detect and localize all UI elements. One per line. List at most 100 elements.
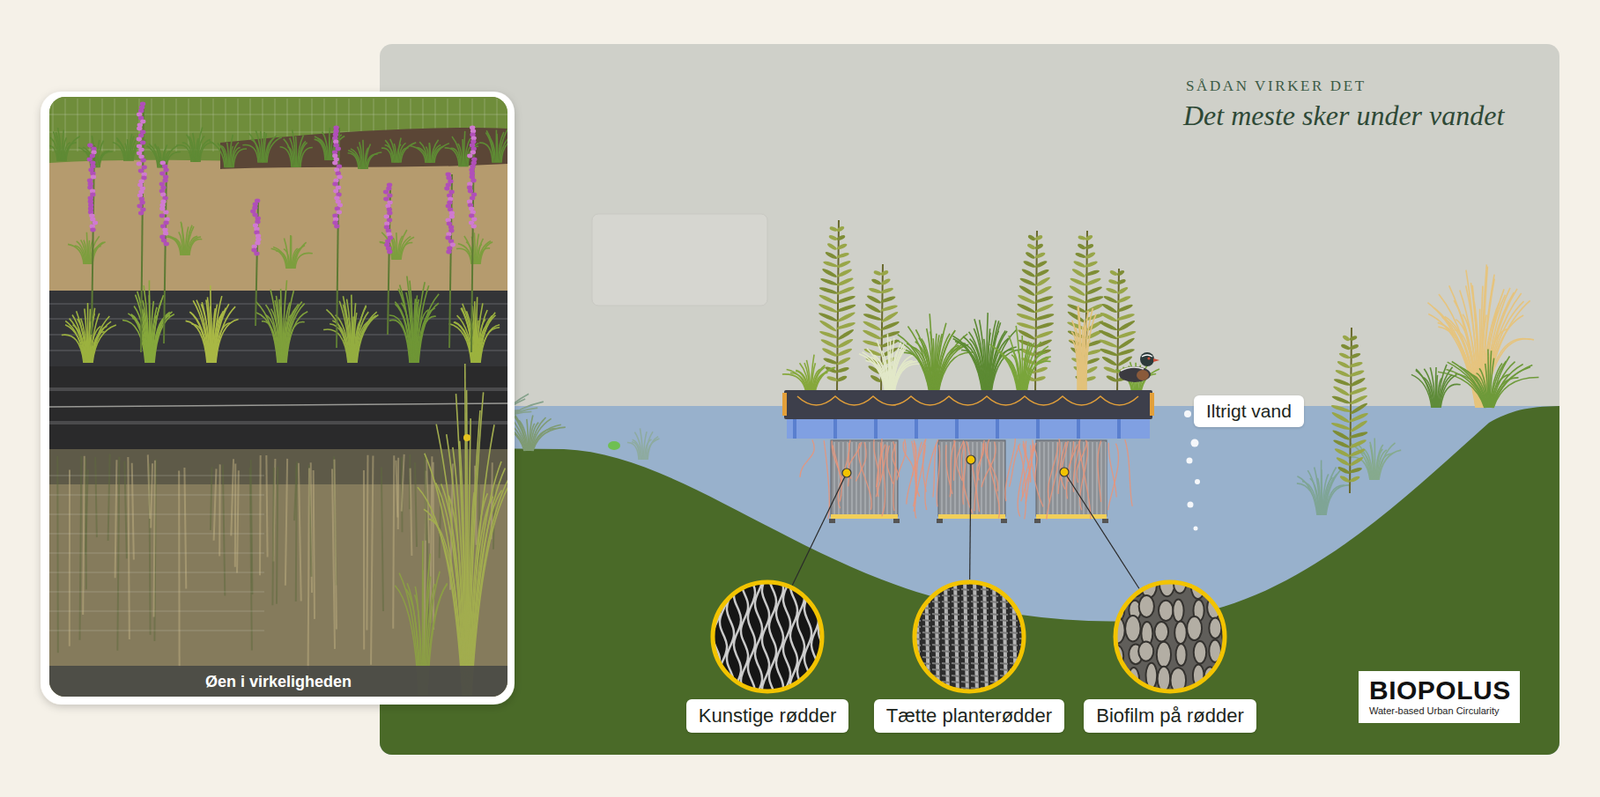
micrograph xyxy=(961,651,970,652)
island-plants xyxy=(894,363,919,393)
island-plants xyxy=(987,328,991,393)
reflections xyxy=(154,460,156,618)
island-plants xyxy=(836,327,855,341)
micrograph xyxy=(980,688,989,689)
island-plants xyxy=(336,127,340,349)
micrograph xyxy=(922,620,931,622)
bank-plants xyxy=(1492,367,1531,408)
bank-plants xyxy=(501,417,526,452)
micrograph xyxy=(1009,675,1018,677)
micrograph xyxy=(804,575,812,699)
root-module xyxy=(830,514,898,519)
island-plants xyxy=(936,345,959,393)
garden-plants xyxy=(163,144,168,168)
plant-roots xyxy=(933,445,936,498)
island-plants xyxy=(890,351,897,393)
plant-roots xyxy=(1009,444,1021,488)
island-plants xyxy=(159,235,165,240)
garden-plants xyxy=(180,222,185,256)
island-plants xyxy=(89,224,96,230)
micrograph xyxy=(951,632,960,634)
island-plants xyxy=(470,150,476,156)
underwater-plants xyxy=(1325,485,1345,516)
micrograph xyxy=(1019,583,1028,585)
plant-roots xyxy=(977,443,985,481)
island-plants xyxy=(386,200,393,206)
bank-plants xyxy=(1338,351,1351,360)
garden-plants xyxy=(293,244,305,269)
bank-plants xyxy=(424,397,476,450)
island-plants xyxy=(1115,369,1133,393)
garden-plants xyxy=(444,148,460,167)
island-plants xyxy=(890,338,895,393)
island-plants xyxy=(136,137,142,142)
island-plants xyxy=(355,320,371,363)
island-plants xyxy=(1069,276,1087,287)
island-plants xyxy=(1019,347,1037,358)
micrograph xyxy=(970,632,979,634)
island-plants xyxy=(353,312,357,363)
island-plants xyxy=(159,214,165,219)
micrograph xyxy=(1000,638,1008,640)
island-plants xyxy=(1084,234,1094,242)
plant-roots xyxy=(848,442,862,480)
island-plants xyxy=(836,267,853,279)
garden-plants xyxy=(230,146,234,168)
island-plants xyxy=(891,343,904,393)
garden-plants xyxy=(265,138,275,163)
callout-text: Iltrigt vand xyxy=(1206,400,1292,423)
bank-plants xyxy=(435,401,477,450)
garden-plants xyxy=(496,130,498,163)
reflections xyxy=(154,459,156,642)
reflections xyxy=(313,470,315,620)
island-plants xyxy=(275,296,281,363)
island-plants xyxy=(416,310,430,363)
reflections xyxy=(124,461,126,560)
island-plants xyxy=(461,307,474,363)
bank-plants xyxy=(1348,369,1365,378)
island-plants xyxy=(1116,318,1136,333)
island-plants xyxy=(880,287,895,296)
island-plants xyxy=(1084,302,1105,314)
micrograph xyxy=(925,579,929,697)
plant-roots xyxy=(1080,440,1089,511)
micrograph xyxy=(912,675,921,677)
island-plants xyxy=(1084,312,1105,323)
island-plants xyxy=(406,292,413,363)
root-module xyxy=(989,442,991,515)
underwater-plants xyxy=(1296,483,1319,516)
micrograph xyxy=(1208,617,1222,639)
island-plants xyxy=(469,171,475,177)
bank-plants xyxy=(1423,369,1435,408)
micrograph xyxy=(922,595,931,597)
garden-plants xyxy=(227,142,230,169)
micrograph xyxy=(951,688,960,689)
island-plants xyxy=(152,300,163,363)
micrograph xyxy=(941,688,950,689)
garden-plants xyxy=(400,142,416,163)
island-plants xyxy=(207,296,211,363)
micrograph xyxy=(922,626,931,628)
bank-plants xyxy=(1415,369,1433,408)
bank-plants xyxy=(1481,303,1500,408)
island-plants xyxy=(138,109,144,114)
bank-plants xyxy=(1435,367,1438,408)
garden-plants xyxy=(251,139,260,163)
island-plants xyxy=(69,318,86,363)
island-plants xyxy=(354,319,362,363)
bank-plants xyxy=(1492,364,1524,408)
micrograph xyxy=(941,638,950,640)
island-plants xyxy=(467,203,474,208)
island-plants xyxy=(800,362,810,393)
island-plants xyxy=(1022,259,1037,269)
island-plants xyxy=(333,157,340,163)
micrograph xyxy=(990,675,999,677)
island-plants xyxy=(256,302,278,363)
garden-plants xyxy=(295,252,313,269)
duck xyxy=(1147,356,1150,360)
bank-plants xyxy=(1411,374,1432,408)
bank-plants xyxy=(1484,300,1531,408)
island-plants xyxy=(903,352,931,393)
underwater-plants xyxy=(1370,442,1375,481)
island-plants xyxy=(1021,267,1037,279)
